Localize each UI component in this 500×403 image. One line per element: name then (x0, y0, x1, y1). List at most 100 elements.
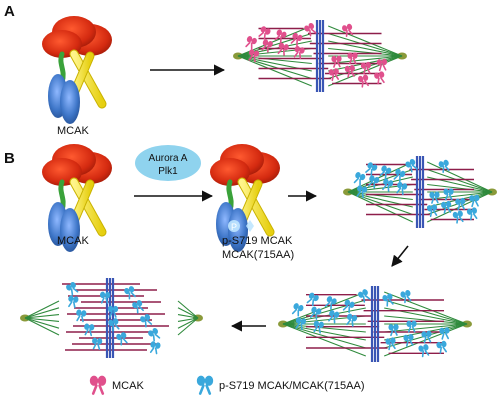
spindle-fiber (24, 317, 60, 322)
cyan-dimer-icon (379, 165, 392, 179)
spindle-a (233, 20, 407, 92)
cyan-dimer-icon (406, 320, 417, 333)
spindle-fiber (347, 191, 413, 216)
spindle-fiber (427, 191, 493, 201)
kinase-label-plk1: Plk1 (158, 166, 178, 177)
legend-mcak-label: MCAK (112, 380, 144, 392)
coiled-coil (70, 178, 106, 236)
cyan-dimer-icon (107, 305, 119, 318)
cyan-dimer-icon (140, 314, 153, 328)
pink-dimer-icon (347, 52, 358, 65)
spindle-fiber (24, 314, 60, 319)
pink-dimer-icon (274, 29, 287, 43)
cyan-dimer-icon (324, 296, 337, 310)
spindle-fiber (384, 323, 468, 333)
cyan-dimer-icon (328, 310, 340, 324)
mcak-protein-a (42, 16, 112, 124)
cyan-dimer-icon (358, 289, 371, 303)
pink-dimer-icon (89, 375, 107, 395)
spindle-fiber (282, 323, 366, 333)
phospho-mcak-protein: P (210, 144, 280, 252)
tail-domain (60, 80, 80, 124)
cyan-dimer-icon (291, 303, 304, 317)
pink-dimer-icon (376, 58, 388, 72)
mcak-protein-b (42, 144, 112, 252)
pink-dimer-icon (245, 36, 257, 50)
cyan-dimer-icon (124, 286, 136, 300)
spindle-fiber (427, 168, 493, 193)
cyan-dimer-icon (452, 210, 464, 224)
spindle-fiber (426, 161, 493, 193)
cyan-dimer-icon (309, 306, 322, 320)
cyan-dimer-icon (382, 178, 394, 192)
spindle-fiber (177, 307, 199, 319)
pink-dimer-icon (290, 32, 303, 47)
pink-dimer-icon (293, 45, 305, 60)
pink-dimer-icon (342, 23, 354, 37)
pink-dimer-icon (344, 65, 355, 78)
spindle-fiber (177, 300, 199, 319)
pink-dimer-icon (331, 55, 342, 68)
pink-dimer-icon (248, 49, 260, 63)
cyan-dimer-icon (76, 309, 87, 323)
kinase-bubble: Aurora A Plk1 (135, 145, 201, 181)
pink-dimer-icon (258, 26, 271, 40)
tail-domain (60, 208, 80, 252)
spindle-fiber (177, 317, 199, 329)
spindle-fiber (177, 317, 199, 322)
cyan-dimer-icon (306, 292, 319, 307)
cyan-dimer-icon (469, 194, 480, 208)
spindle-fiber (327, 25, 403, 57)
cyan-dimer-icon (429, 191, 440, 204)
cyan-dimer-icon (438, 159, 450, 173)
panel-a-letter: A (4, 3, 15, 20)
spindle-b1 (343, 156, 497, 228)
cyan-dimer-icon (68, 295, 79, 309)
cyan-dimer-icon (439, 327, 450, 340)
cyan-dimer-icon (342, 299, 355, 314)
cyan-dimer-icon (66, 281, 79, 296)
cyan-dimer-icon (365, 162, 378, 176)
spindle-fiber (24, 307, 60, 319)
cyan-dimer-icon (385, 337, 396, 351)
pink-dimer-icon (304, 22, 317, 37)
cyan-dimer-icon (441, 201, 452, 214)
cyan-dimer-icon (196, 375, 214, 395)
cyan-dimer-icon (382, 293, 394, 307)
coiled-coil (70, 50, 106, 108)
pink-dimer-icon (328, 68, 340, 82)
spindle-fiber (384, 315, 468, 325)
cyan-dimer-icon (313, 320, 324, 334)
pink-dimer-icon (358, 74, 369, 88)
legend-phospho-label: p-S719 MCAK/MCAK(715AA) (219, 380, 365, 392)
spindle-fiber (347, 191, 414, 223)
pink-dimer-icon (360, 61, 371, 75)
cyan-dimer-icon (92, 337, 103, 351)
cyan-dimer-icon (388, 323, 399, 337)
cyan-dimer-icon (455, 197, 466, 211)
cyan-dimer-icon (393, 168, 406, 183)
cyan-dimer-icon (367, 175, 380, 189)
spindle-fiber (328, 55, 403, 65)
pink-dimer-icon (374, 71, 385, 85)
cyan-dimer-icon (403, 333, 414, 347)
spindle-fiber (24, 300, 60, 319)
cyan-dimer-icon (116, 332, 128, 346)
spindle-fiber (177, 317, 199, 336)
svg-text:P: P (231, 222, 237, 232)
kinase-label-aurora-a: Aurora A (149, 153, 188, 164)
phosphate-marks: P (228, 220, 254, 232)
pink-dimer-icon (277, 42, 289, 56)
panel-b-letter: B (4, 150, 15, 167)
cyan-dimer-icon (356, 185, 368, 199)
arrow-down-left-icon (391, 245, 409, 267)
phospho-label-line1: p-S719 MCAK (222, 235, 293, 247)
spindle-fiber (328, 32, 403, 57)
cyan-dimer-icon (396, 181, 408, 196)
cyan-dimer-icon (149, 341, 161, 355)
cyan-dimer-icon (132, 300, 144, 314)
phospho-label-line2: MCAK(715AA) (222, 249, 294, 261)
spindle-fiber (384, 299, 468, 325)
spindle-b2 (278, 286, 472, 362)
